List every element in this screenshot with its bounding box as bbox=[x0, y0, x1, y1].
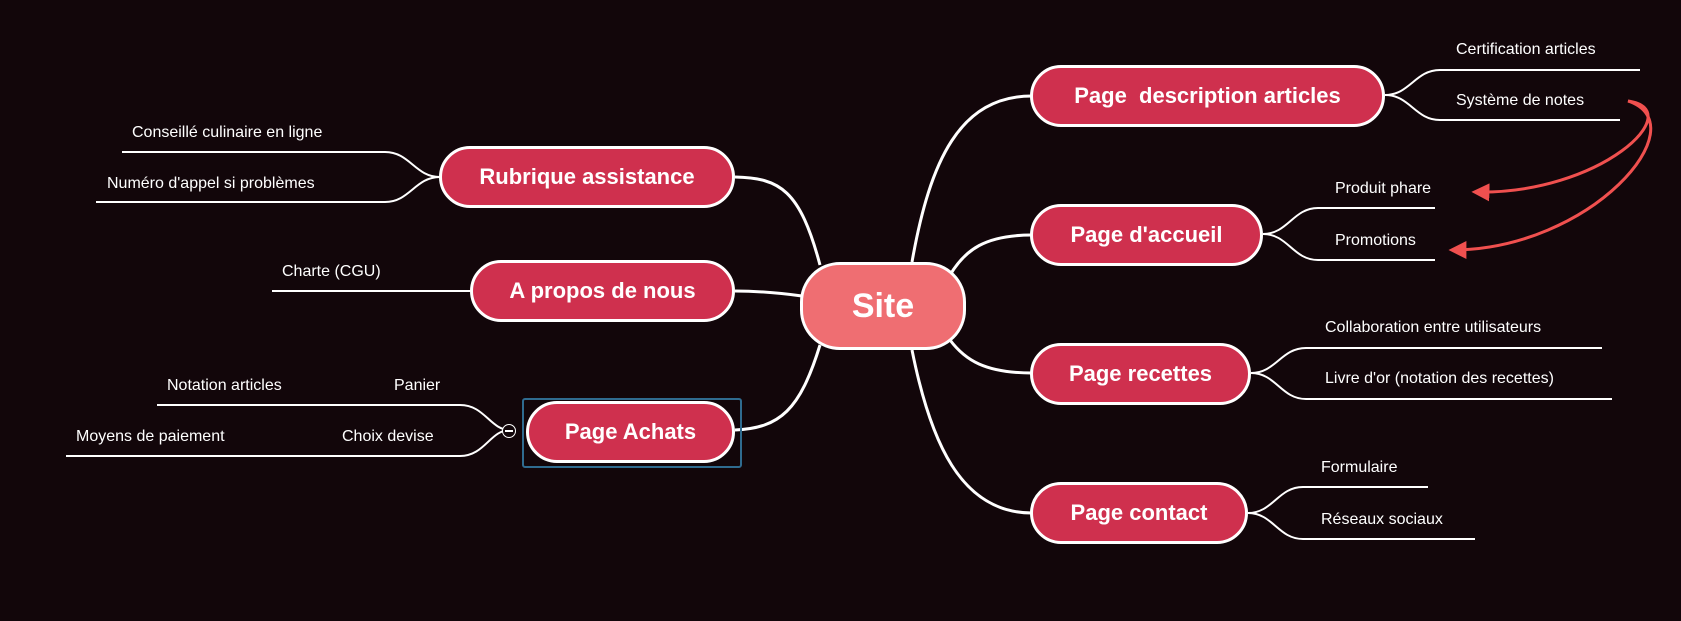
connector-description-notes bbox=[1384, 94, 1620, 121]
branch-label: Page description articles bbox=[1074, 83, 1341, 108]
root-label: Site bbox=[851, 286, 915, 325]
leaf-collaboration[interactable]: Collaboration entre utilisateurs bbox=[1325, 319, 1542, 336]
connector-root-contact bbox=[910, 349, 1033, 515]
relationship-arrow-produit bbox=[1471, 99, 1650, 202]
connector-contact-reseaux bbox=[1247, 512, 1475, 540]
connector-root-accueil bbox=[948, 233, 1033, 276]
selection-highlight bbox=[522, 398, 742, 468]
branch-label: Page recettes bbox=[1068, 361, 1213, 386]
connector-description-certification bbox=[1384, 69, 1640, 96]
leaf-conseille-culinaire[interactable]: Conseillé culinaire en ligne bbox=[132, 124, 323, 141]
connector-recettes-collab bbox=[1250, 347, 1602, 374]
branch-label: A propos de nous bbox=[509, 278, 696, 303]
branch-node-contact[interactable]: Page contact bbox=[1030, 482, 1248, 544]
leaf-livre-d-or[interactable]: Livre d'or (notation des recettes) bbox=[1325, 370, 1554, 387]
leaf-produit-phare[interactable]: Produit phare bbox=[1335, 180, 1432, 197]
connector-root-assistance bbox=[734, 175, 822, 266]
leaf-choix-devise[interactable]: Choix devise bbox=[342, 428, 434, 445]
leaf-systeme-de-notes[interactable]: Système de notes bbox=[1456, 92, 1585, 109]
leaf-charte-cgu[interactable]: Charte (CGU) bbox=[282, 263, 381, 280]
leaf-promotions[interactable]: Promotions bbox=[1335, 232, 1416, 249]
leaf-formulaire[interactable]: Formulaire bbox=[1321, 459, 1398, 476]
leaf-certification-articles[interactable]: Certification articles bbox=[1456, 41, 1596, 58]
leaf-notation-articles[interactable]: Notation articles bbox=[167, 377, 282, 394]
branch-label: Page contact bbox=[1070, 500, 1208, 525]
branch-node-assistance[interactable]: Rubrique assistance bbox=[439, 146, 735, 208]
connector-accueil-promotions bbox=[1262, 233, 1435, 261]
connector-assistance-numero bbox=[96, 176, 441, 203]
connector-contact-formulaire bbox=[1247, 486, 1428, 514]
leaf-reseaux-sociaux[interactable]: Réseaux sociaux bbox=[1321, 511, 1443, 528]
connector-assistance-conseille bbox=[122, 151, 441, 178]
branch-node-accueil[interactable]: Page d'accueil bbox=[1030, 204, 1263, 266]
branch-label: Rubrique assistance bbox=[479, 164, 695, 189]
connector-accueil-produit bbox=[1262, 207, 1435, 235]
relationship-arrow-promotions bbox=[1448, 99, 1653, 259]
branch-node-recettes[interactable]: Page recettes bbox=[1030, 343, 1251, 405]
connector-root-recettes bbox=[948, 339, 1033, 375]
branch-node-description[interactable]: Page description articles bbox=[1030, 65, 1385, 127]
connector-root-achats bbox=[734, 344, 822, 432]
branch-node-achats[interactable]: Page Achats bbox=[526, 401, 735, 463]
leaf-numero-appel[interactable]: Numéro d'appel si problèmes bbox=[107, 175, 315, 192]
connector-root-apropos bbox=[734, 289, 803, 298]
root-node[interactable]: Site bbox=[800, 262, 966, 350]
connector-root-description bbox=[910, 94, 1033, 263]
connector-recettes-livre bbox=[1250, 372, 1612, 400]
leaf-panier[interactable]: Panier bbox=[394, 377, 441, 394]
branch-label: Page d'accueil bbox=[1070, 222, 1223, 247]
collapse-toggle[interactable] bbox=[502, 424, 516, 438]
leaf-moyens-de-paiement[interactable]: Moyens de paiement bbox=[76, 428, 225, 445]
branch-label: Page Achats bbox=[564, 419, 697, 444]
branch-node-apropos[interactable]: A propos de nous bbox=[470, 260, 735, 322]
